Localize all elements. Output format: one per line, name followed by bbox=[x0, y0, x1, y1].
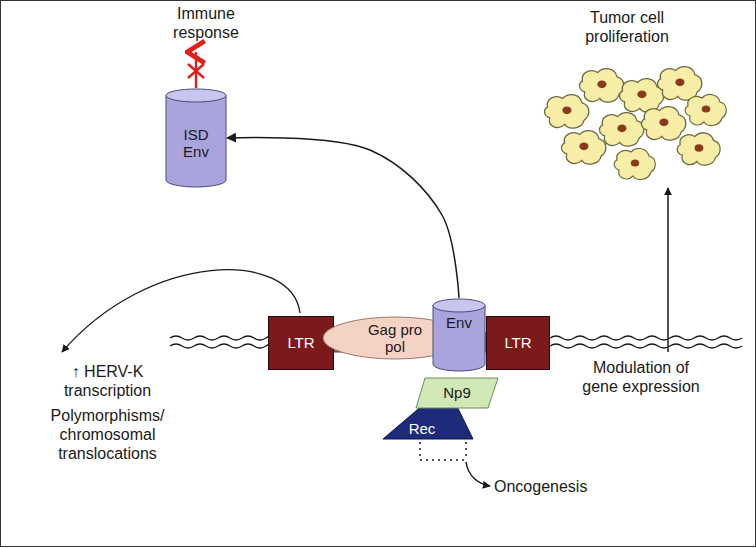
text-holder: LTR bbox=[486, 316, 550, 370]
transcription-arrow bbox=[62, 270, 300, 352]
rec-triangle-shape bbox=[382, 384, 474, 440]
env-cylinder-shape bbox=[432, 298, 486, 372]
np9-parallelogram: Np9 bbox=[415, 377, 499, 409]
np9-parallelogram-outline bbox=[416, 378, 498, 408]
provirus-body bbox=[330, 333, 490, 352]
env-cylinder: Env bbox=[432, 298, 486, 372]
np9-parallelogram-shape bbox=[415, 377, 499, 409]
rec-triangle: Rec bbox=[382, 384, 474, 440]
ltr-box: LTR bbox=[268, 316, 334, 370]
oncogenesis-arrow bbox=[466, 462, 490, 486]
node-label: Env bbox=[446, 314, 472, 331]
text-holder: Rec bbox=[382, 384, 474, 440]
text-holder: LTR bbox=[268, 316, 334, 370]
dna-line bbox=[170, 344, 271, 348]
gag-pro-pol-ellipse: Gag pro pol bbox=[322, 316, 468, 360]
dna-line bbox=[550, 344, 742, 348]
node-label: LTR bbox=[504, 334, 531, 351]
ltr-box-shape bbox=[268, 316, 334, 370]
ltr-box-shape bbox=[486, 316, 550, 370]
ltr-box-outline bbox=[269, 317, 334, 370]
text-holder: Env bbox=[432, 298, 486, 372]
node-label: LTR bbox=[287, 334, 314, 351]
outcome-label: Tumor cell proliferation bbox=[552, 8, 702, 46]
node-label: ISD Env bbox=[174, 126, 218, 161]
rec-triangle-outline bbox=[383, 385, 473, 439]
tumor-cells bbox=[544, 67, 726, 180]
text-holder: Np9 bbox=[415, 377, 499, 409]
effect-label: Modulation of gene expression bbox=[575, 358, 707, 396]
outcome-label: Oncogenesis bbox=[494, 477, 604, 496]
env-cylinder-outline bbox=[433, 305, 485, 371]
effect-label: Polymorphisms/ chromosomal translocation… bbox=[40, 406, 175, 464]
outcome-label: Immune response bbox=[150, 4, 262, 42]
dna-line bbox=[170, 336, 271, 340]
node-label: Rec bbox=[409, 420, 436, 437]
modulation-arrow bbox=[667, 188, 669, 352]
ltr-box: LTR bbox=[486, 316, 550, 370]
node-label: Np9 bbox=[443, 384, 471, 401]
ltr-box-outline bbox=[487, 317, 550, 370]
text-holder: Gag pro pol bbox=[322, 316, 468, 360]
dna-line bbox=[550, 336, 742, 340]
gag-pro-pol-ellipse-shape bbox=[322, 316, 468, 360]
isd-env-cylinder-outline bbox=[166, 89, 226, 102]
dotted-lines bbox=[420, 442, 466, 460]
arrow-connector bbox=[227, 137, 459, 298]
isd-env-cylinder-outline bbox=[166, 95, 226, 187]
gag-pro-pol-ellipse-outline bbox=[323, 317, 467, 359]
block-cross bbox=[188, 64, 204, 78]
text-holder: ISD Env bbox=[165, 88, 227, 188]
node-label: Gag pro pol bbox=[364, 321, 426, 356]
isd-env-cylinder: ISD Env bbox=[165, 88, 227, 188]
isd-env-cylinder-shape bbox=[165, 88, 227, 188]
env-cylinder-outline bbox=[433, 299, 485, 312]
effect-label: ↑ HERV-K transcription bbox=[40, 362, 175, 400]
